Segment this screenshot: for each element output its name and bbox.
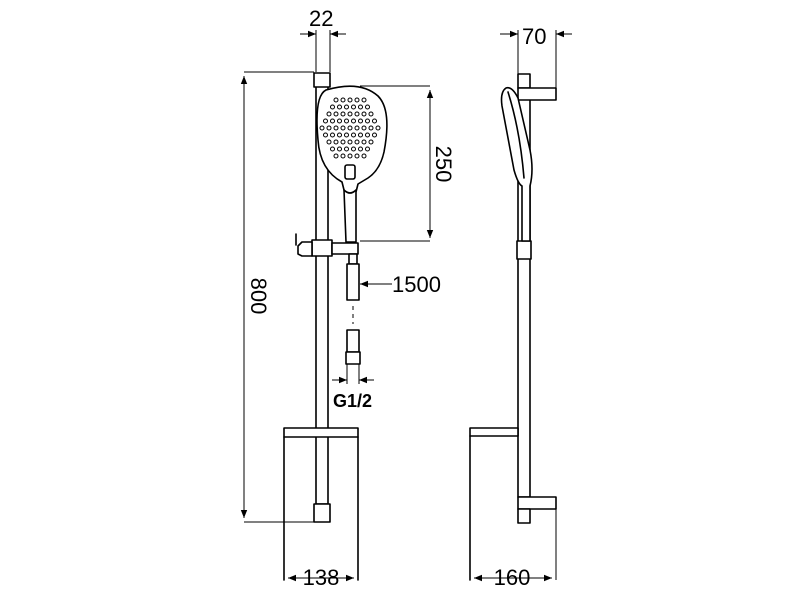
nozzle [326, 125, 332, 131]
nozzle [337, 104, 342, 110]
nozzle [333, 97, 339, 103]
front-hose [345, 253, 361, 365]
nozzle [354, 111, 360, 117]
dim-front-shelf-width: 138 [303, 565, 340, 590]
nozzle [372, 132, 377, 138]
nozzle [319, 125, 325, 131]
nozzle [326, 139, 332, 145]
dim-side-shelf-width: 160 [494, 565, 531, 590]
nozzle [358, 132, 363, 138]
nozzle [372, 118, 377, 124]
side-shower-head [500, 86, 533, 242]
nozzle [351, 118, 356, 124]
nozzle [358, 146, 363, 152]
dim-top-bar-width: 22 [309, 6, 333, 31]
nozzle [361, 97, 367, 103]
dim-hose-length: 1500 [392, 272, 441, 297]
nozzle [330, 146, 335, 152]
nozzle [333, 125, 339, 131]
dim-connection: G1/2 [333, 391, 372, 411]
nozzle [347, 153, 353, 159]
nozzle [351, 146, 356, 152]
side-bottom-bracket [517, 496, 557, 510]
front-top-bracket [313, 72, 331, 88]
nozzle [351, 104, 356, 110]
nozzle [347, 97, 353, 103]
front-shower-nozzles [319, 97, 381, 159]
nozzle [365, 118, 370, 124]
side-shelf [469, 427, 519, 581]
nozzle [340, 111, 346, 117]
front-view [240, 30, 434, 582]
dim-total-height: 800 [246, 278, 271, 315]
front-bottom-bracket [313, 503, 331, 523]
nozzle [354, 125, 360, 131]
nozzle [368, 125, 374, 131]
front-shower-head [316, 85, 388, 243]
nozzle [354, 153, 360, 159]
nozzle [344, 132, 349, 138]
nozzle [340, 153, 346, 159]
side-view [469, 30, 572, 582]
nozzle [340, 125, 346, 131]
side-top-bracket [517, 73, 531, 89]
nozzle [323, 132, 328, 138]
nozzle [333, 153, 339, 159]
nozzle [361, 153, 367, 159]
front-shelf [283, 427, 359, 581]
nozzle [337, 132, 342, 138]
nozzle [330, 132, 335, 138]
nozzle [330, 118, 335, 124]
nozzle [337, 146, 342, 152]
front-slider [295, 233, 359, 257]
nozzle [344, 146, 349, 152]
dim-side-depth: 70 [522, 24, 546, 49]
nozzle [361, 111, 367, 117]
nozzle [326, 111, 332, 117]
nozzle [323, 118, 328, 124]
nozzle [361, 125, 367, 131]
nozzle [340, 139, 346, 145]
nozzle [354, 97, 360, 103]
nozzle [351, 132, 356, 138]
nozzle [347, 111, 353, 117]
nozzle [368, 139, 374, 145]
nozzle [330, 104, 335, 110]
nozzle [368, 111, 374, 117]
nozzle [344, 118, 349, 124]
dim-head-height: 250 [431, 146, 456, 183]
nozzle [333, 139, 339, 145]
nozzle [365, 146, 370, 152]
nozzle [375, 125, 381, 131]
nozzle [354, 139, 360, 145]
side-slider [516, 240, 532, 260]
nozzle [340, 97, 346, 103]
nozzle [361, 139, 367, 145]
nozzle [337, 118, 342, 124]
nozzle [358, 118, 363, 124]
nozzle [358, 104, 363, 110]
nozzle [347, 125, 353, 131]
nozzle [333, 111, 339, 117]
nozzle [347, 139, 353, 145]
nozzle [344, 104, 349, 110]
nozzle [365, 104, 370, 110]
nozzle [365, 132, 370, 138]
